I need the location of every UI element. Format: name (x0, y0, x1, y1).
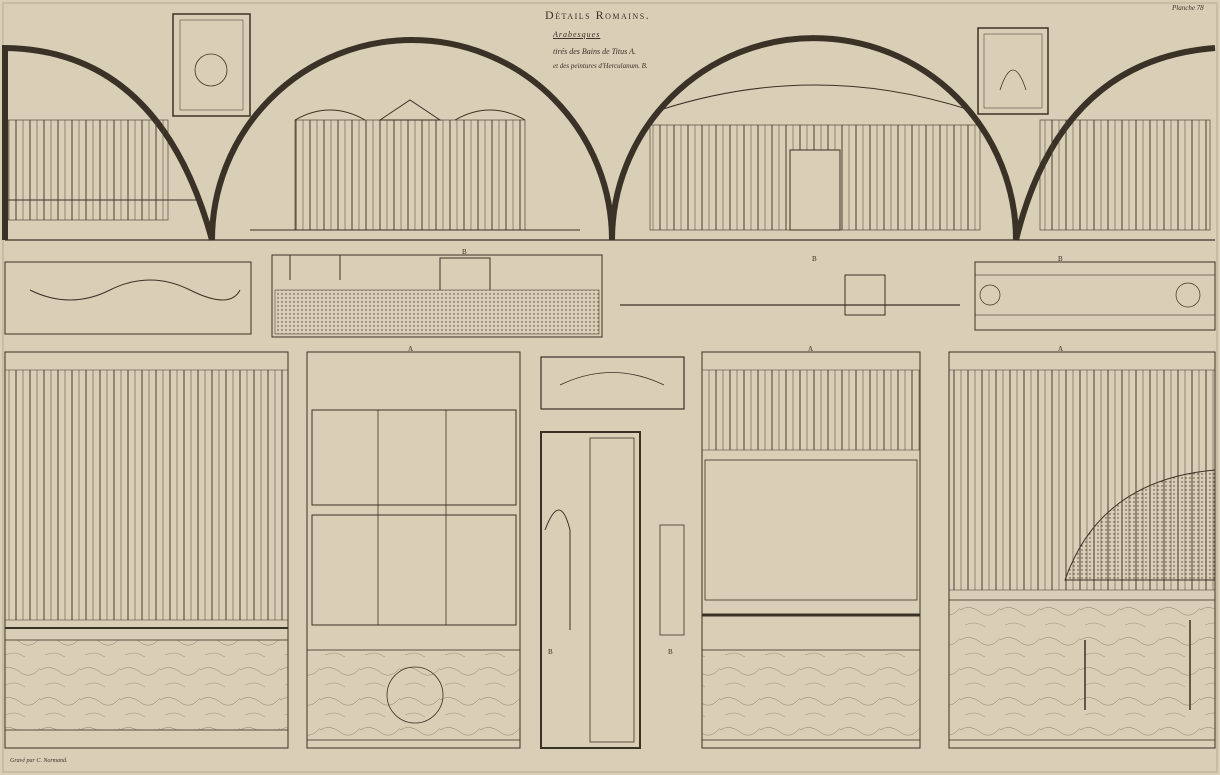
label-b: B (462, 248, 467, 256)
wall-elevation-3 (701, 351, 921, 749)
label-a: A (1058, 345, 1064, 353)
label-a: A (808, 345, 814, 353)
frieze-row (4, 254, 1216, 338)
label-b: B (548, 648, 553, 656)
label-b: B (812, 255, 817, 263)
wall-elevation-4 (948, 351, 1216, 749)
lunette-row (1, 35, 1216, 241)
label-a: A (408, 36, 414, 44)
plate-source-a: tirés des Bains de Titus A. (553, 47, 636, 56)
engraver-credit: Gravé par C. Normand. (10, 758, 68, 764)
plate-source-b: et des peintures d'Herculanum. B. (553, 62, 648, 70)
ornament-panels (540, 356, 685, 749)
wall-elevation-2 (306, 351, 521, 749)
wall-elevation-1 (4, 351, 289, 749)
label-a: A (408, 345, 414, 353)
plate-subtitle: Arabesques (553, 30, 601, 39)
label-a: A (810, 34, 816, 42)
plate-title: Détails Romains. (545, 8, 651, 22)
top-medallion-panel (172, 13, 251, 117)
label-b: B (668, 648, 673, 656)
plate-number: Planche 78 (1172, 4, 1204, 12)
label-b: B (1058, 255, 1063, 263)
top-right-panel (977, 27, 1049, 115)
